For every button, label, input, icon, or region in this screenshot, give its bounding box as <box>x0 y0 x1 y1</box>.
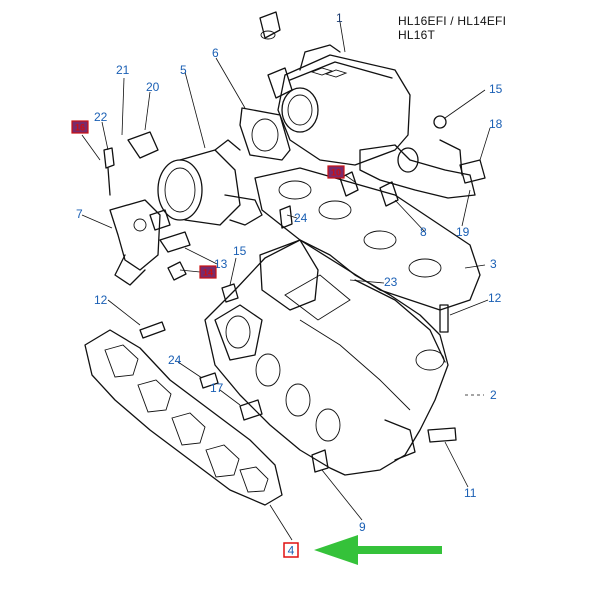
fasteners <box>139 159 486 473</box>
target-callout-4: 4 <box>283 542 299 558</box>
callout-3: 3 <box>490 257 497 271</box>
callout-24-top: 24 <box>294 211 308 225</box>
callout-2: 2 <box>490 388 497 402</box>
callout-9: 9 <box>359 520 366 534</box>
callout-19: 19 <box>456 225 470 239</box>
model-title-line-2: HL16T <box>398 28 436 42</box>
bracket-part-7 <box>103 131 191 286</box>
gasket-part-6 <box>239 107 291 161</box>
target-callout-4-label: 4 <box>288 544 295 558</box>
callout-8: 8 <box>420 225 427 239</box>
callout-7: 7 <box>76 207 83 221</box>
model-title: HL16EFI / HL14EFI HL16T <box>398 14 506 42</box>
callout-11: 11 <box>464 486 477 500</box>
boxed-callout-b-label: 10 <box>331 168 341 178</box>
callout-5: 5 <box>180 63 187 77</box>
gasket-part-4 <box>84 329 283 506</box>
callout-22: 22 <box>94 110 108 124</box>
left-arrow-icon <box>314 535 442 565</box>
callout-24-bottom: 24 <box>168 353 182 367</box>
boxed-callout-a: 16 <box>71 120 89 134</box>
boxed-callout-c: 14 <box>199 265 217 279</box>
callout-17: 17 <box>210 381 224 395</box>
leader-lines <box>81 21 491 541</box>
callout-12-right: 12 <box>488 291 502 305</box>
callout-1: 1 <box>336 11 343 25</box>
throttle-body-part-1 <box>259 11 476 199</box>
callout-15-top: 15 <box>489 82 503 96</box>
gasket-part-23 <box>254 167 481 311</box>
callout-6: 6 <box>212 46 219 60</box>
callout-18: 18 <box>489 117 503 131</box>
callout-labels: 1 6 5 21 20 22 7 15 18 19 8 24 3 12 12 1… <box>76 11 503 534</box>
boxed-callout-b: 10 <box>327 165 345 179</box>
callout-20: 20 <box>146 80 160 94</box>
callout-23: 23 <box>384 275 398 289</box>
callout-12-left: 12 <box>94 293 108 307</box>
model-title-line-1: HL16EFI / HL14EFI <box>398 14 507 28</box>
intake-manifold-part-2 <box>204 239 449 476</box>
callout-15-mid: 15 <box>233 244 247 258</box>
boxed-callout-a-label: 16 <box>75 123 85 133</box>
boxed-callout-c-label: 14 <box>203 268 213 278</box>
callout-21: 21 <box>116 63 130 77</box>
callout-13: 13 <box>214 257 228 271</box>
idle-actuator-part-5 <box>149 139 263 231</box>
